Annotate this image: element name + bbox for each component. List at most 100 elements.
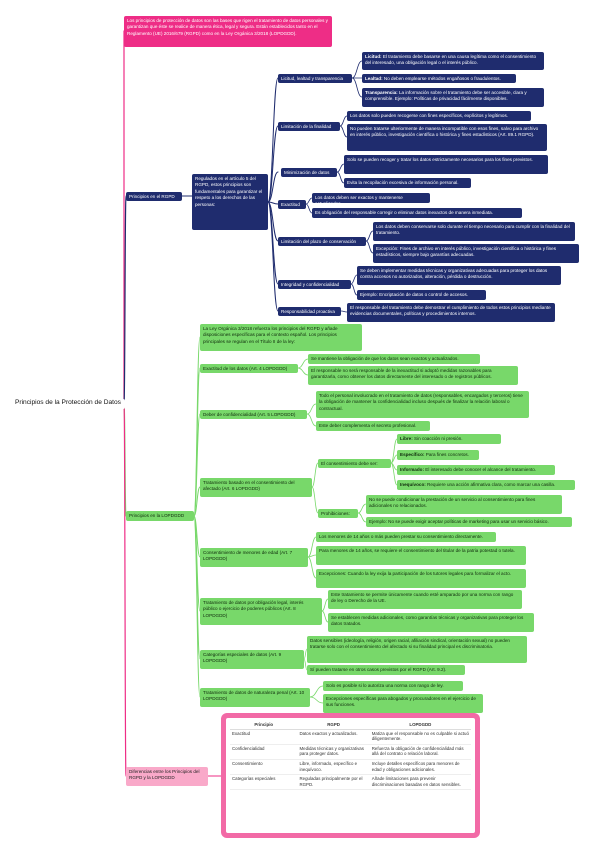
rgpd-finalidad-item[interactable]: Los datos solo pueden recogerse con fine… [347, 111, 531, 121]
branch-diferencias[interactable]: Diferencias entre los Principios del RGP… [126, 767, 208, 786]
lopd-confidencialidad[interactable]: Deber de confidencialidad (Art. 5 LOPDGD… [200, 410, 307, 419]
table-cell: Reguladas principalmente por el RGPD. [297, 774, 370, 791]
rgpd-finalidad[interactable]: Limitación de la finalidad [278, 122, 340, 131]
lopd-exactitud-item[interactable]: El responsable no será responsable de la… [308, 366, 518, 385]
comparison-table-panel: Principio RGPD LOPDGDD Exactitud Datos e… [226, 718, 475, 833]
connector-line [267, 201, 279, 205]
lopd-exactitud[interactable]: Exactitud de los datos (Art. 4 LOPDGDD) [200, 364, 298, 373]
connector-line [123, 403, 127, 777]
table-cell: Datos exactos y actualizados. [297, 729, 370, 745]
lopd-menores-item[interactable]: Para menores de 14 años, se requiere el … [316, 546, 526, 565]
comparison-table-frame: Principio RGPD LOPDGDD Exactitud Datos e… [221, 713, 480, 838]
lopd-consentimiento-debe-ser[interactable]: El consentimiento debe ser: [318, 459, 391, 468]
lopd-exactitud-item[interactable]: Se mantiene la obligación de que los dat… [308, 354, 480, 364]
rgpd-responsabilidad-item[interactable]: El responsable del tratamiento debe demo… [347, 303, 555, 322]
connector-line [336, 171, 345, 184]
rgpd-plazo-item[interactable]: Excepción: Fines de archivo en interés p… [373, 244, 579, 263]
table-cell: Consentimiento [230, 759, 298, 776]
rgpd-responsabilidad[interactable]: Responsabilidad proactiva [278, 307, 341, 316]
connector-line [307, 556, 317, 579]
rgpd-exactitud[interactable]: Exactitud [278, 200, 306, 209]
lopd-menores-item[interactable]: Excepciones: Cuando la ley exija la part… [316, 569, 526, 588]
lopd-obligacion-item[interactable]: Este tratamiento se permite únicamente c… [328, 590, 522, 609]
table-cell: Añade limitaciones para prevenir discrim… [369, 774, 471, 791]
lopd-confidencialidad-item[interactable]: Este deber complementa el secreto profes… [316, 421, 430, 431]
comparison-table: Principio RGPD LOPDGDD Exactitud Datos e… [230, 721, 471, 791]
connector-line [306, 413, 317, 427]
lopd-menores[interactable]: Consentimiento de menores de edad (Art. … [200, 548, 308, 567]
rgpd-integridad[interactable]: Integridad y confidencialidad [278, 280, 351, 289]
lopd-especiales-item[interactable]: Sí pueden tratarse en otros casos previs… [307, 665, 465, 675]
rgpd-exactitud-item[interactable]: Los datos deben ser exactos y mantenerse… [312, 193, 430, 203]
lopd-consentimiento-libre[interactable]: Libre: Sin coacción ni presión. [397, 434, 501, 444]
table-cell: Medidas técnicas y organizativas para pr… [297, 744, 370, 760]
connector-line [307, 536, 317, 558]
lopd-prohibiciones[interactable]: Prohibiciones: [318, 509, 358, 518]
connector-line [193, 413, 201, 517]
connector-line [267, 171, 279, 203]
lopd-especiales-item[interactable]: Datos sensibles (ideología, religión, or… [307, 636, 527, 663]
lopd-penal[interactable]: Tratamiento de datos de naturaleza penal… [200, 688, 310, 707]
intro-note[interactable]: Los principios de protección de datos so… [124, 16, 332, 47]
table-cell: Refuerza la obligación de confidencialid… [369, 744, 471, 760]
table-row: Categorías especiales Reguladas principa… [230, 774, 471, 791]
connector-line [307, 554, 317, 558]
connector-line [267, 201, 279, 312]
lopd-consentimiento-especifico[interactable]: Específico: Para fines concretos. [397, 450, 479, 460]
lopd-consentimiento-inequivoco[interactable]: Inequívoco: Requiere una acción afirmati… [397, 480, 575, 490]
table-row: Confidencialidad Medidas técnicas y orga… [230, 744, 471, 760]
rgpd-lealtad-item[interactable]: Lealtad: No deben emplearse métodos enga… [362, 74, 516, 83]
connector-line [336, 163, 345, 173]
connector-line [351, 60, 363, 79]
connector-line [123, 195, 127, 405]
rgpd-plazo-item[interactable]: Los datos deben conservarse solo durante… [373, 222, 575, 241]
connector-line [357, 503, 367, 514]
rgpd-finalidad-item[interactable]: No pueden tratarse ulteriormente de mane… [347, 124, 547, 151]
connector-line [297, 358, 309, 369]
lopd-consentimiento[interactable]: Tratamiento basado en el consentimiento … [200, 478, 312, 497]
branch-lopdgdd[interactable]: Principios en la LOPDGDD [126, 511, 194, 521]
lopd-consentimiento-informado[interactable]: Informado: El interesado debe conocer el… [397, 465, 555, 475]
connector-line [365, 230, 374, 242]
connector-line [339, 115, 348, 127]
connector-line [267, 77, 279, 203]
connector-line [339, 125, 348, 138]
rgpd-minimizacion[interactable]: Minimización de datos [281, 168, 337, 177]
root-topic[interactable]: Principios de la Protección de Datos [15, 399, 125, 409]
lopd-confidencialidad-item[interactable]: Todo el personal involucrado en el trata… [316, 391, 529, 418]
rgpd-integridad-item[interactable]: Ejemplo: Encriptación de datos o control… [357, 290, 486, 300]
connector-line [267, 125, 279, 203]
table-cell: Libre, informado, específico e inequívoc… [297, 759, 370, 776]
lopd-prohibiciones-item[interactable]: No se puede condicionar la prestación de… [366, 495, 562, 514]
rgpd-transparencia-item[interactable]: Transparencia: La información sobre el t… [362, 88, 544, 107]
rgpd-plazo[interactable]: Limitación del plazo de conservación [278, 237, 366, 246]
connector-line [297, 367, 309, 376]
table-header: Principio [230, 721, 298, 730]
connector-line [193, 515, 201, 660]
rgpd-description[interactable]: Regulados en el artículo 5 del RGPD, est… [192, 174, 268, 230]
connector-line [357, 512, 367, 523]
rgpd-integridad-item[interactable]: Se deben implementar medidas técnicas y … [357, 266, 561, 285]
lopd-description[interactable]: La Ley Orgánica 3/2018 refuerza los prin… [200, 324, 362, 351]
lopd-obligacion-legal[interactable]: Tratamiento de datos por obligación lega… [200, 598, 322, 625]
rgpd-minimizacion-item[interactable]: Evita la recopilación excesiva de inform… [344, 178, 471, 188]
branch-rgpd[interactable]: Principios en el RGPD [126, 192, 182, 201]
connector-line [309, 685, 324, 698]
connector-line [365, 240, 374, 254]
table-cell: Incluye detalles específicos para menore… [369, 759, 471, 776]
lopd-penal-item[interactable]: Solo es posible si lo autoriza una norma… [323, 681, 463, 691]
lopd-menores-item[interactable]: Los menores de 14 años o más pueden pres… [316, 532, 496, 542]
rgpd-minimizacion-item[interactable]: Solo se pueden recoger y tratar los dato… [344, 155, 548, 174]
rgpd-exactitud-item[interactable]: Es obligación del responsable corregir o… [312, 208, 522, 218]
rgpd-licitud-item[interactable]: Licitud: El tratamiento debe basarse en … [362, 52, 544, 70]
lopd-prohibiciones-item[interactable]: Ejemplo: No se puede exigir aceptar polí… [366, 517, 572, 527]
lopd-obligacion-item[interactable]: Se establecen medidas adicionales, como … [328, 613, 534, 632]
connector-line [267, 201, 279, 242]
rgpd-licitud[interactable]: Licitud, lealtad y transparencia [278, 74, 352, 83]
table-cell: Exactitud [230, 729, 298, 745]
table-row: Consentimiento Libre, informado, específ… [230, 759, 471, 776]
connector-line [267, 201, 279, 285]
lopd-especiales[interactable]: Categorías especiales de datos (Art. 9 L… [200, 650, 304, 669]
lopd-penal-item[interactable]: Excepciones específicas para abogados y … [323, 694, 483, 713]
table-row: Exactitud Datos exactos y actualizados. … [230, 729, 471, 745]
